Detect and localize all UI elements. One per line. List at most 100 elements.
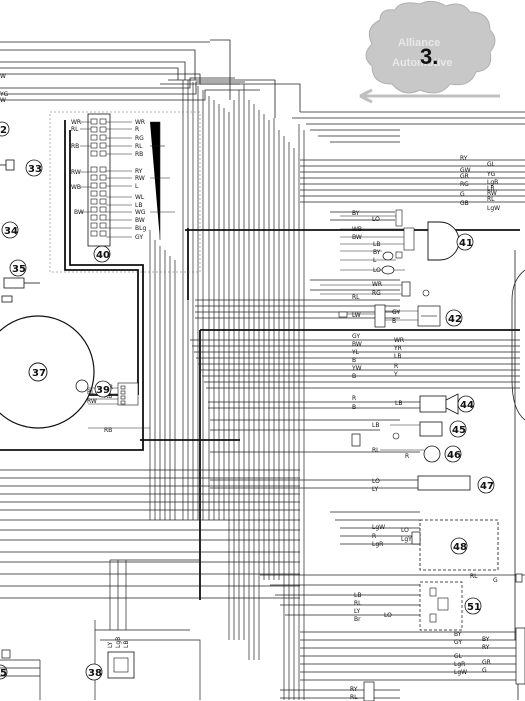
bottom-right-connector: BY GY GL LgR LgW BY RY GR G: [454, 627, 525, 685]
component-number-34: 34: [4, 226, 18, 237]
connector-40: WR RL RB RW WB BW WR R RG RL RB RY RW L …: [71, 113, 175, 263]
trb-left-1: RY: [460, 155, 468, 162]
trb-right-2: YG: [486, 171, 496, 178]
mr-left-5: YW: [351, 365, 362, 372]
watermark-line-2: Automotive: [392, 57, 453, 69]
trb-right-5: RW: [487, 190, 497, 197]
c41-label-2: LO: [372, 216, 380, 223]
trb-right-3: LgB: [487, 179, 498, 186]
c41-label-1: BY: [352, 210, 360, 217]
c48-label-2: R: [372, 533, 376, 540]
mr-right-1: WR: [394, 337, 404, 344]
c40-right-label-14: GY: [135, 234, 143, 241]
br-left-5: LgW: [454, 669, 467, 676]
br-left-4: LgR: [454, 661, 465, 668]
bottom-connector: RY RL: [350, 681, 375, 701]
c38-label-1: LY: [107, 641, 114, 648]
c41-label-8: LO: [373, 267, 381, 274]
mid-right-labels: GY BW YL B YW B WR YR LB R Y: [351, 333, 404, 380]
component-number-38: 38: [88, 668, 102, 679]
c41-label-5: LB: [373, 241, 380, 248]
c41-label-6: BY: [373, 249, 381, 256]
br-right-1: BY: [482, 636, 490, 643]
mr-left-4: B: [352, 357, 356, 364]
component-number-2: 2: [0, 125, 7, 136]
c44-label-3: LB: [395, 400, 402, 407]
c40-left-label-5: WB: [71, 184, 81, 191]
mr-left-3: YL: [351, 349, 360, 356]
mr-left-1: GY: [352, 333, 360, 340]
bottom-left-edge: 5: [0, 649, 11, 680]
c42-label-4: LW: [352, 312, 361, 319]
component-48: LgW R LgR LO LgY 48: [372, 519, 499, 571]
trb-right-6: RL: [487, 196, 495, 203]
component-number-37: 37: [32, 368, 46, 379]
c48-label-4: LO: [401, 527, 409, 534]
right-edge-terminal: RL G: [470, 573, 523, 584]
component-number-33: 33: [28, 164, 42, 175]
c37-label-2: RL: [87, 389, 95, 396]
c40-right-label-12: BW: [135, 217, 145, 224]
wire-39-label: RB: [104, 427, 112, 434]
c48-label-1: LgW: [372, 524, 385, 531]
br-left-3: GL: [454, 653, 463, 660]
mr-left-2: BW: [352, 341, 362, 348]
c51-label-3: LY: [354, 608, 361, 615]
c38-label-3: LB: [123, 641, 130, 648]
c38-label-2: LgB: [115, 637, 122, 648]
center-vertical-harness: [149, 80, 305, 700]
c37-label-3: RB: [104, 393, 112, 400]
component-number-5: 5: [0, 668, 7, 679]
mr-left-6: B: [352, 373, 356, 380]
right-edge-rl: RL: [470, 573, 478, 580]
c42-label-1: WR: [372, 281, 382, 288]
mr-right-5: Y: [393, 371, 398, 378]
mr-right-4: R: [394, 363, 398, 370]
c41-label-3: WB: [352, 226, 362, 233]
c48-label-3: LgR: [372, 541, 383, 548]
br-right-2: RY: [482, 644, 490, 651]
trb-right-7: LgW: [487, 205, 500, 212]
c40-right-label-7: RW: [135, 175, 145, 182]
component-47: LO LY 47: [372, 475, 495, 494]
component-number-51: 51: [467, 602, 481, 613]
c40-right-label-9: WL: [135, 194, 145, 201]
c45-label-1: LB: [372, 422, 379, 429]
c40-right-label-3: RG: [135, 135, 144, 142]
br-left-2: GY: [454, 639, 462, 646]
c40-right-label-10: LB: [135, 202, 142, 209]
c40-right-label-5: RB: [135, 151, 143, 158]
watermark-line-1: Alliance: [398, 37, 440, 49]
left-wire-code-3: W: [0, 97, 6, 104]
connector-40-boundary: [49, 111, 201, 273]
c47-label-2: LY: [372, 486, 379, 493]
c42-label-5: GY: [392, 309, 400, 316]
c40-right-label-4: RL: [135, 143, 143, 150]
c40-left-label-1: WR: [71, 119, 81, 126]
br-left-1: BY: [454, 631, 462, 638]
c37-label-4: RW: [87, 398, 97, 405]
br-right-4: G: [482, 667, 487, 674]
component-42-relay: WR RG RL LW GY B 42: [320, 281, 463, 328]
c44-label-2: B: [352, 404, 356, 411]
c40-left-label-4: RW: [71, 169, 81, 176]
component-number-41: 41: [459, 238, 473, 249]
component-46: RL R 46: [372, 445, 462, 463]
mr-right-3: LB: [394, 353, 401, 360]
c40-right-label-8: L: [135, 183, 139, 190]
c48-label-5: LgY: [401, 536, 412, 543]
component-39: 39 RB: [75, 379, 150, 434]
trb-left-3: GR: [460, 173, 469, 180]
trb-left-5: G: [460, 191, 465, 198]
middle-horizontal-wires: [0, 159, 525, 700]
c44-label-1: R: [352, 395, 356, 402]
c51-label-1: LB: [354, 592, 361, 599]
trb-right-1: GL: [487, 161, 496, 168]
thick-harness: [0, 120, 520, 600]
c51-label-2: RL: [354, 600, 362, 607]
component-number-40: 40: [96, 250, 110, 261]
c40-right-label-6: RY: [135, 168, 143, 175]
c40-right-label-13: BLg: [135, 225, 146, 232]
component-number-48: 48: [453, 542, 467, 553]
